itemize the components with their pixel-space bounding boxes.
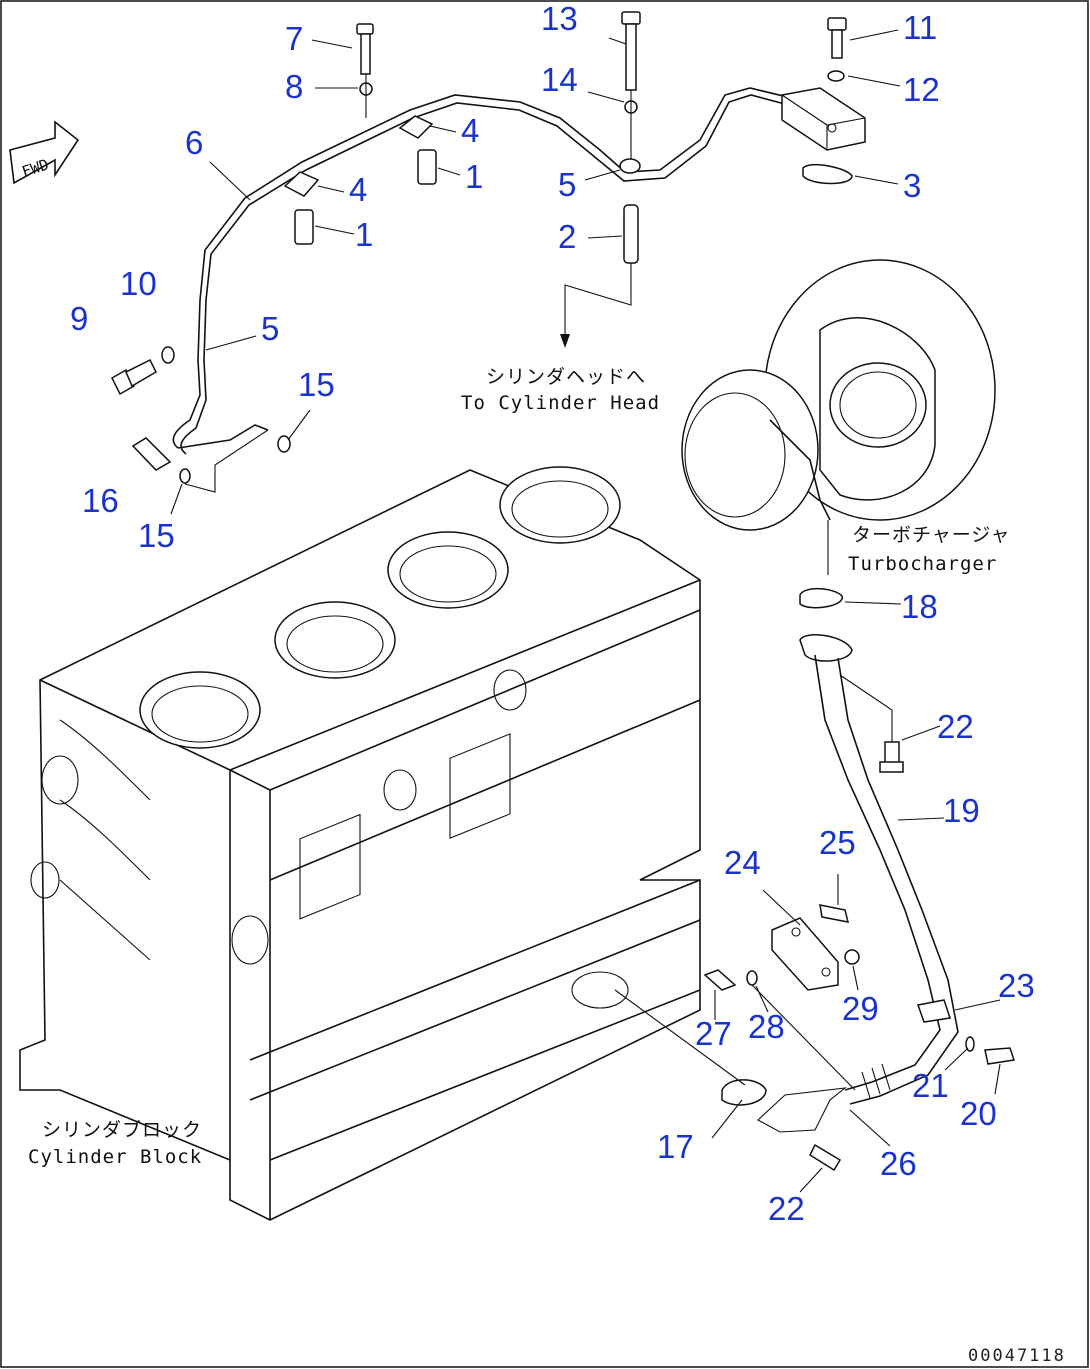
callout-label: 16 <box>82 482 119 519</box>
callout-label: 20 <box>960 1095 997 1132</box>
spacer-upper <box>417 149 437 185</box>
pipe-clamp-upper <box>398 115 434 139</box>
callout-labels: 1 1 2 3 4 4 5 5 6 7 8 9 10 11 12 13 14 1… <box>70 0 1035 1227</box>
callout-label: 4 <box>461 112 479 149</box>
callout-label: 13 <box>541 0 578 37</box>
turbocharger <box>681 259 996 531</box>
note-block-en: Cylinder Block <box>28 1146 202 1168</box>
note-turbo-jp: ターボチャージャ <box>852 524 1010 546</box>
callout-label: 18 <box>901 588 938 625</box>
callout-label: 21 <box>912 1067 949 1104</box>
washer-15-upper-icon <box>277 435 291 453</box>
bolt-20-icon <box>984 1047 1015 1065</box>
callout-label: 5 <box>261 310 279 347</box>
callout-label: 15 <box>138 517 175 554</box>
connector-16-icon <box>131 437 172 471</box>
callout-label: 1 <box>465 158 483 195</box>
callout-label: 12 <box>903 71 940 108</box>
gasket-18-icon <box>799 588 843 609</box>
callout-label: 17 <box>657 1128 694 1165</box>
callout-label: 8 <box>285 68 303 105</box>
clip-23 <box>917 999 951 1023</box>
pipe-joint-icon <box>619 158 641 174</box>
note-turbo-en: Turbocharger <box>848 553 997 575</box>
callout-label: 26 <box>880 1145 917 1182</box>
bolt-22-upper-icon <box>879 741 904 773</box>
note-block-jp: シリンダブロック <box>42 1118 202 1141</box>
callout-label: 2 <box>558 218 576 255</box>
washer-12-icon <box>827 70 845 82</box>
cylinder-block <box>19 466 701 1221</box>
note-cylinder-head-en: To Cylinder Head <box>461 392 660 414</box>
oil-feed-pipe <box>172 87 801 455</box>
bolt-25-icon <box>819 904 850 923</box>
callout-label: 11 <box>903 9 937 46</box>
washer-10-icon <box>161 346 175 364</box>
callout-label: 15 <box>298 366 335 403</box>
callout-label: 19 <box>943 792 980 829</box>
callout-label: 9 <box>70 300 88 337</box>
flange-block <box>781 87 866 151</box>
callout-label: 29 <box>842 990 879 1027</box>
washer-21-icon <box>965 1036 975 1052</box>
callout-label: 4 <box>349 171 367 208</box>
bracket-24 <box>771 917 839 991</box>
bolt-9-icon <box>111 358 157 396</box>
pipe-2 <box>623 204 639 264</box>
note-cylinder-head-jp: シリンダヘッドへ <box>486 366 646 388</box>
callout-label: 10 <box>120 265 157 302</box>
callout-label: 23 <box>998 967 1035 1004</box>
callout-label: 1 <box>355 216 373 253</box>
washer-15-lower-icon <box>179 468 191 484</box>
callout-label: 7 <box>285 20 303 57</box>
callout-label: 25 <box>819 824 856 861</box>
pipe-clamp-lower <box>283 171 320 197</box>
gasket-17-icon <box>721 1079 767 1106</box>
document-id: 00047118 <box>968 1346 1066 1366</box>
callout-label: 6 <box>185 124 203 161</box>
spacer-lower <box>294 209 314 245</box>
callout-label: 22 <box>937 708 974 745</box>
bolt-27-icon <box>703 969 737 991</box>
callout-label: 22 <box>768 1190 805 1227</box>
gasket-3-icon <box>802 164 853 185</box>
washer-29-icon <box>844 949 860 965</box>
bolt-13-icon <box>621 11 641 91</box>
leader-lines <box>170 29 1001 1193</box>
washer-28-icon <box>746 970 758 986</box>
drain-pipe-19 <box>757 634 959 1133</box>
bolt-11-icon <box>827 17 847 59</box>
callout-label: 27 <box>695 1015 732 1052</box>
callout-label: 5 <box>558 166 576 203</box>
callout-label: 3 <box>903 167 921 204</box>
callout-label: 24 <box>724 844 761 881</box>
bolt-22-lower-icon <box>809 1143 842 1172</box>
callout-label: 14 <box>541 61 578 98</box>
callout-label: 28 <box>748 1008 785 1045</box>
